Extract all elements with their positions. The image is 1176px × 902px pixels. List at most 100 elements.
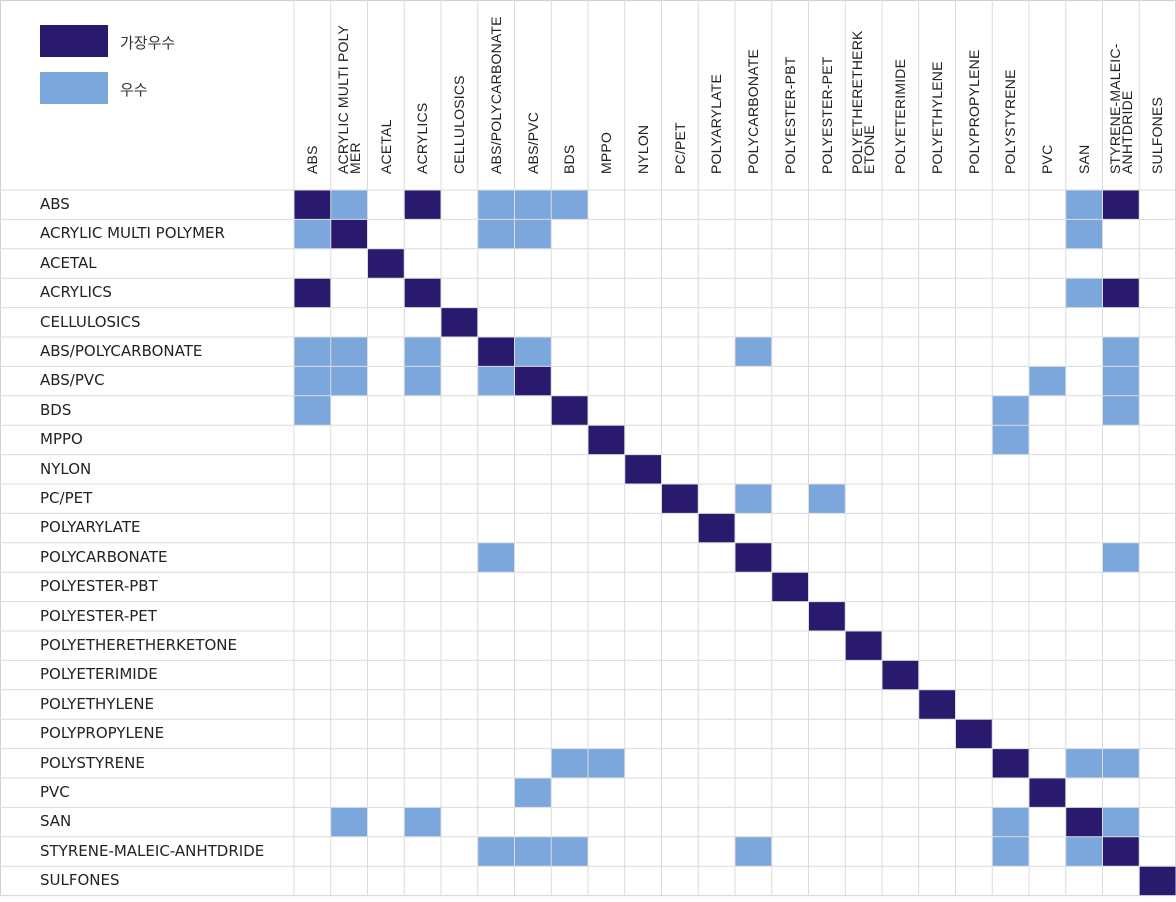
column-label: POLYCARBONATE	[745, 49, 761, 174]
cell-7-4	[404, 366, 441, 396]
column-label-box: ABS/POLYCARBONATE	[478, 4, 514, 174]
cell-23-13	[735, 836, 772, 867]
cell-2-6	[477, 219, 515, 249]
cell-6-13	[735, 337, 772, 367]
column-label-box: ACRYLICS	[404, 4, 440, 174]
cell-7-1	[294, 366, 331, 396]
cell-1-7	[514, 190, 552, 220]
cell-20-20	[992, 748, 1029, 778]
row-label: ACETAL	[40, 253, 97, 272]
cell-1-8	[551, 190, 588, 220]
legend-swatch-best	[40, 25, 108, 57]
cell-12-12	[698, 513, 735, 543]
row-label: POLYARYLATE	[40, 518, 141, 537]
column-label-box: POLYCARBONATE	[735, 4, 771, 174]
cell-8-20	[992, 395, 1029, 426]
column-label: NYLON	[634, 124, 651, 174]
row-label: ABS/POLYCARBONATE	[40, 342, 203, 360]
cell-24-24	[1139, 866, 1176, 896]
cell-9-9	[588, 425, 625, 455]
cell-14-14	[771, 572, 809, 602]
cell-13-23	[1102, 542, 1140, 573]
column-label: POLYPROPYLENE	[965, 49, 982, 175]
column-label-box: ACETAL	[368, 4, 404, 174]
column-label-box: POLYETERIMIDE	[882, 4, 918, 174]
column-label: ABS/POLYCARBONATE	[487, 16, 504, 174]
column-label-box: STYRENE-MALEIC- ANHTDRIDE	[1103, 4, 1139, 174]
cell-4-1	[294, 278, 331, 308]
column-label: ACRYLIC MULTI POLY MER	[334, 24, 363, 174]
legend-swatch-good	[40, 72, 108, 104]
cell-1-6	[477, 190, 515, 220]
column-label-box: SAN	[1066, 4, 1102, 174]
row-label: CELLULOSICS	[40, 312, 141, 331]
row-label: ACRYLIC MULTI POLYMER	[40, 224, 225, 243]
cell-21-7	[514, 778, 552, 808]
row-label: BDS	[40, 400, 72, 419]
cell-1-4	[404, 190, 441, 220]
row-label: SAN	[40, 812, 72, 831]
cell-22-4	[404, 807, 441, 837]
cell-7-6	[477, 366, 515, 396]
cell-8-8	[551, 395, 588, 426]
cell-19-19	[955, 719, 993, 749]
cell-23-8	[551, 836, 588, 867]
column-label-box: ABS	[294, 4, 330, 174]
column-label: POLYETHERETHERK ETONE	[849, 30, 878, 174]
column-label: MPPO	[598, 131, 614, 174]
cell-4-23	[1102, 278, 1140, 308]
cell-18-18	[918, 689, 956, 720]
column-label-box: SULFONES	[1139, 4, 1175, 174]
cell-13-13	[735, 542, 772, 573]
column-label: POLYESTER-PBT	[781, 56, 798, 174]
cell-4-4	[404, 278, 441, 308]
column-label-box: ABS/PVC	[515, 4, 551, 174]
column-label: SULFONES	[1149, 96, 1166, 174]
cell-15-15	[808, 601, 846, 631]
cell-7-23	[1102, 366, 1140, 396]
column-label: SAN	[1075, 144, 1092, 174]
row-label: NYLON	[40, 459, 92, 478]
cell-23-22	[1065, 836, 1103, 867]
cell-10-10	[624, 454, 662, 484]
row-label: ACRYLICS	[40, 283, 112, 302]
column-label-box: POLYARYLATE	[698, 4, 734, 174]
cell-20-23	[1102, 748, 1140, 778]
row-label: POLYETERIMIDE	[40, 665, 158, 684]
cell-11-11	[661, 484, 699, 514]
row-label: MPPO	[40, 430, 83, 449]
column-label-box: MPPO	[588, 4, 624, 174]
cell-9-20	[992, 425, 1029, 455]
cell-2-2	[330, 219, 368, 249]
cell-1-22	[1065, 190, 1103, 220]
column-label: PC/PET	[671, 122, 688, 174]
row-label: POLYESTER-PBT	[40, 577, 158, 596]
column-label: ABS	[304, 145, 320, 174]
cell-21-21	[1029, 778, 1066, 808]
cell-22-22	[1065, 807, 1103, 837]
cell-20-22	[1065, 748, 1103, 778]
column-label: POLYARYLATE	[708, 74, 725, 174]
row-label: POLYSTYRENE	[40, 753, 145, 772]
cell-3-3	[367, 248, 405, 279]
column-label-box: POLYPROPYLENE	[956, 4, 992, 175]
row-label: PVC	[40, 783, 70, 801]
column-label-box: CELLULOSICS	[441, 4, 477, 174]
column-label: POLYETERIMIDE	[892, 58, 908, 174]
row-label: ABS/PVC	[40, 371, 105, 390]
cell-23-23	[1102, 836, 1140, 867]
cell-1-1	[294, 190, 331, 220]
row-label: PC/PET	[40, 489, 93, 507]
column-label: BDS	[561, 144, 578, 174]
row-label: SULFONES	[40, 871, 120, 890]
column-label-box: PC/PET	[662, 4, 698, 174]
cell-17-17	[882, 660, 919, 690]
cell-2-1	[294, 219, 331, 249]
cell-7-7	[514, 366, 552, 396]
cell-20-8	[551, 748, 588, 778]
row-label: POLYETHERETHERKETONE	[40, 636, 237, 654]
column-label: CELLULOSICS	[451, 75, 467, 174]
cell-11-15	[808, 484, 846, 514]
column-label: POLYESTER-PET	[818, 56, 835, 174]
legend-label-good: 우수	[120, 81, 148, 99]
